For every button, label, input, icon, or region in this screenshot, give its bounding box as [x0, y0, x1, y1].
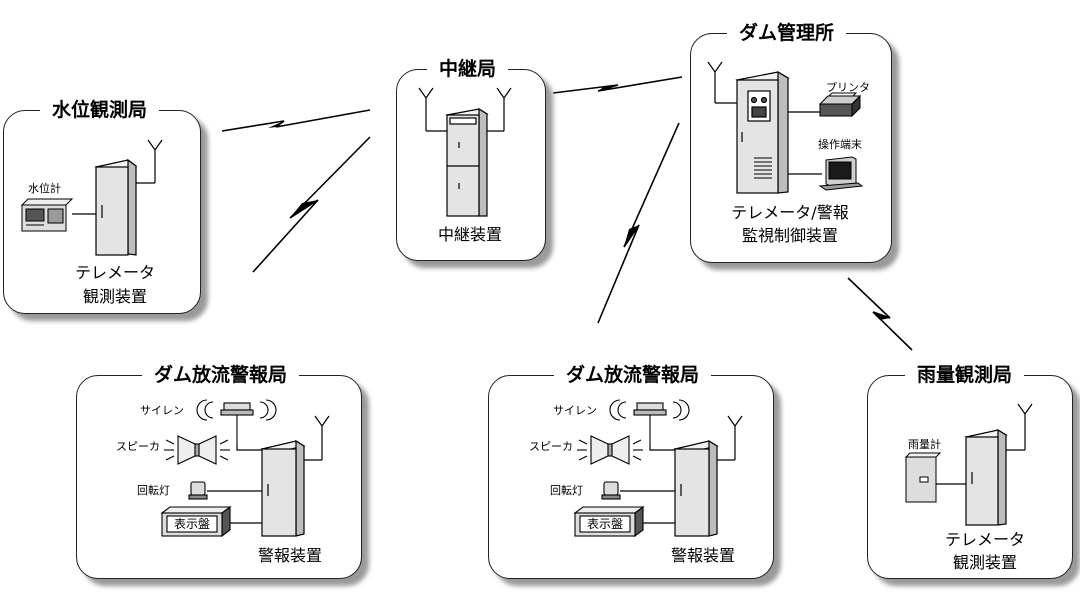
discharge-right-siren-label: サイレン	[553, 404, 597, 417]
dam-office-caption-line1: テレメータ/警報	[731, 203, 849, 222]
rain-gauge-icon	[904, 452, 942, 503]
dam-office-panel	[690, 33, 892, 263]
speaker-icon	[577, 435, 643, 465]
discharge-left-display-label: 表示盤	[173, 517, 210, 531]
discharge-right-display-label: 表示盤	[586, 517, 623, 531]
discharge-warning-station-left-title: ダム放流警報局	[142, 363, 300, 387]
display-panel-icon	[573, 505, 645, 538]
antenna-icon	[1005, 403, 1033, 451]
beacon-icon	[188, 481, 208, 500]
cabinet-icon	[735, 70, 790, 194]
dam-office-title: ダム管理所	[727, 21, 847, 45]
water-level-station-title: 水位観測局	[40, 98, 160, 122]
discharge-warning-station-left-panel	[76, 375, 362, 579]
rain-caption-line2: 観測装置	[952, 553, 1017, 572]
monitor-icon	[818, 156, 864, 191]
discharge-left-speaker-label: スピーカ	[116, 440, 160, 453]
antenna-icon	[716, 415, 743, 461]
cabinet-icon	[445, 107, 489, 217]
cabinet-icon	[260, 439, 306, 537]
antenna-icon	[135, 139, 163, 184]
water-level-meter-icon	[20, 198, 74, 232]
printer-icon	[818, 92, 862, 118]
discharge-right-caption: 警報装置	[670, 546, 735, 565]
discharge-right-speaker-label: スピーカ	[529, 440, 573, 453]
speaker-icon	[164, 435, 230, 465]
antenna-icon	[707, 61, 738, 104]
water-level-gauge-label: 水位計	[28, 182, 61, 195]
rain-gauge-label: 雨量計	[908, 438, 941, 451]
cabinet-icon	[673, 439, 719, 537]
discharge-warning-station-right-panel	[488, 375, 774, 579]
rain-station-title: 雨量観測局	[905, 363, 1025, 387]
antenna-icon	[303, 415, 330, 461]
siren-icon	[609, 399, 690, 445]
rain-caption-line1: テレメータ	[944, 530, 1025, 549]
water-level-caption-line1: テレメータ	[74, 263, 155, 282]
dam-office-caption-line2: 監視制御装置	[741, 226, 838, 245]
terminal-label: 操作端末	[818, 138, 862, 151]
antenna-icon	[487, 87, 512, 132]
relay-caption: 中継装置	[437, 225, 502, 244]
antenna-icon	[418, 87, 448, 132]
discharge-warning-station-right-title: ダム放流警報局	[554, 363, 712, 387]
relay-station-title: 中継局	[427, 57, 509, 81]
cabinet-icon	[964, 428, 1008, 526]
cabinet-icon	[94, 158, 138, 256]
discharge-left-beacon-label: 回転灯	[137, 484, 170, 497]
siren-icon	[196, 399, 277, 445]
discharge-left-caption: 警報装置	[257, 546, 322, 565]
beacon-icon	[601, 481, 621, 500]
printer-label: プリンタ	[826, 81, 870, 94]
water-level-caption-line2: 観測装置	[82, 287, 147, 306]
discharge-left-siren-label: サイレン	[140, 404, 184, 417]
discharge-right-beacon-label: 回転灯	[550, 484, 583, 497]
display-panel-icon	[160, 505, 232, 538]
